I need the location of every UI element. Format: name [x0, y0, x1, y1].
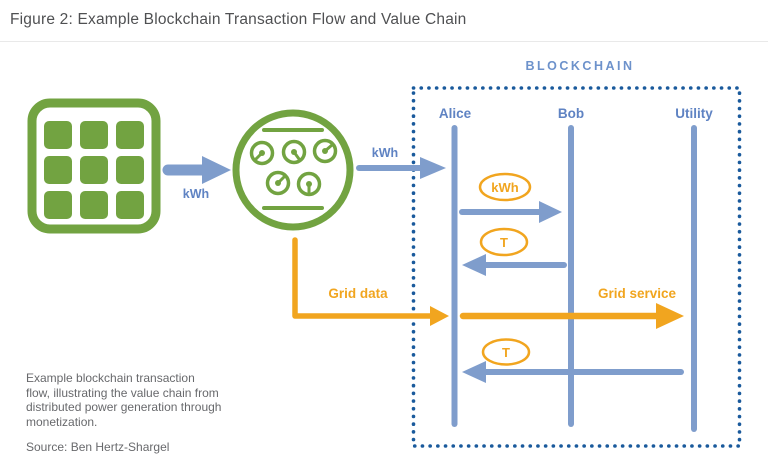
panel-cell	[44, 191, 72, 219]
participant-label-bob: Bob	[558, 106, 584, 121]
kwh-label-input: kWh	[372, 146, 398, 160]
grid-data-label: Grid data	[328, 286, 388, 301]
t-token-ellipse-2	[481, 338, 531, 366]
arrowhead-right	[539, 201, 562, 223]
t-return-arrow-1	[462, 254, 567, 276]
grid-service-arrow	[459, 303, 684, 329]
panel-cell	[80, 121, 108, 149]
blockchain-heading: BLOCKCHAIN	[525, 59, 634, 73]
caption-line: Example blockchain transaction	[26, 371, 195, 385]
gauge-dial	[296, 171, 322, 197]
figure-caption: Example blockchain transaction flow, ill…	[26, 371, 276, 429]
grid-service-label: Grid service	[598, 286, 677, 301]
caption-line: distributed power generation through	[26, 400, 222, 414]
participant-label-alice: Alice	[439, 106, 472, 121]
panel-cell	[44, 156, 72, 184]
kwh-token-ellipse	[478, 172, 532, 202]
gauge-dial	[265, 170, 291, 196]
meter-icon	[232, 109, 354, 231]
caption-line: monetization.	[26, 414, 98, 429]
panel-cell	[116, 191, 144, 219]
panel-cell	[80, 156, 108, 184]
t-token-ellipse-1	[479, 227, 529, 257]
grid-data-arrow	[292, 237, 449, 326]
t-token-label-1: T	[500, 235, 508, 250]
arrowhead-left	[462, 254, 486, 276]
kwh-label-generation: kWh	[183, 187, 209, 201]
arrowhead-right	[430, 306, 449, 326]
t-token-label-2: T	[502, 345, 510, 360]
blockchain-box	[411, 86, 742, 448]
arrowhead-right	[656, 303, 684, 329]
t-return-arrow-2	[462, 361, 684, 383]
arrowhead-right	[420, 157, 446, 179]
arrowhead-left	[462, 361, 486, 383]
title-divider	[0, 41, 768, 42]
meter-to-alice-arrow	[356, 157, 446, 179]
caption-line: flow, illustrating the value chain from	[26, 385, 219, 400]
kwh-token-label: kWh	[491, 180, 519, 195]
panel-cell	[116, 121, 144, 149]
gauge-dial	[281, 139, 307, 165]
caption-source: Source: Ben Hertz-Shargel	[26, 440, 170, 454]
meter-gauges	[249, 138, 338, 197]
kwh-transfer-arrow	[459, 201, 562, 223]
arrowhead-right	[202, 156, 231, 184]
panel-cell	[44, 121, 72, 149]
participant-label-utility: Utility	[675, 106, 713, 121]
solar-panel-icon	[27, 98, 161, 234]
figure-title: Figure 2: Example Blockchain Transaction…	[10, 11, 467, 28]
solar-panel-cells	[44, 121, 144, 219]
panel-cell	[116, 156, 144, 184]
gauge-dial	[312, 138, 338, 164]
gauge-dial	[249, 140, 275, 166]
panel-to-meter-arrow	[162, 156, 231, 184]
panel-cell	[80, 191, 108, 219]
